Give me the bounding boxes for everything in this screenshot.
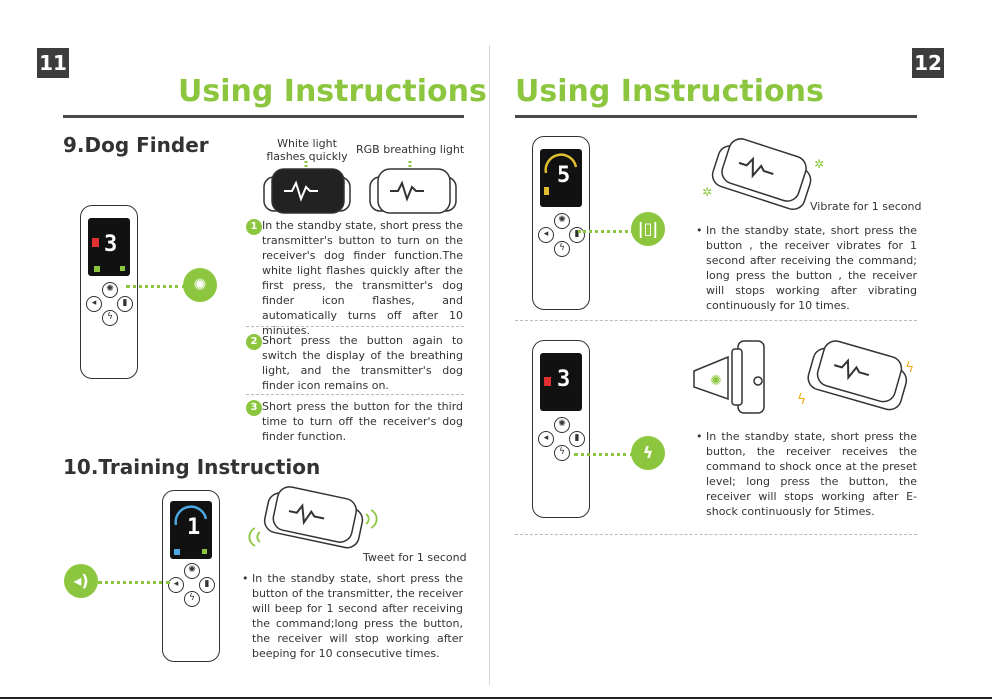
step-number: 3 [246,400,262,416]
vibrate-bullet: • In the standby state, short press the … [696,224,917,312]
vibrate-caption: Vibrate for 1 second [810,200,922,213]
beep-button: ◂ [538,431,554,447]
dog-finder-button: ✺ [554,417,570,433]
dotted-connector [98,581,170,584]
shock-button: ϟ [554,445,570,461]
shock-button: ϟ [102,310,118,326]
step-number: 1 [246,219,262,235]
transmitter-remote-dog-finder: 3 ✺ ◂ ▮ ϟ [80,205,138,379]
page-divider [489,45,490,685]
transmitter-remote-shock: 3 ✺ ◂ ▮ ϟ [532,340,590,518]
screen-digit: 3 [104,232,118,257]
title-rule-left [63,115,464,118]
screen-digit: 5 [557,163,571,188]
remote-screen: 1 [170,501,212,559]
title-rule-right [515,115,917,118]
dotted-connector [578,230,634,233]
shock-button: ϟ [554,241,570,257]
step-text: In the standby state, short press the tr… [262,219,463,337]
page-number-right: 12 [912,48,944,78]
svg-text:ϟ: ϟ [905,360,914,376]
remote-screen: 3 [540,353,582,411]
vibrate-button: ▮ [569,431,585,447]
receiver-beep-illustration [248,486,378,549]
section-heading-training: 10.Training Instruction [63,455,321,479]
receiver-vibrate-illustration: ✲ ✲ [702,138,824,211]
training-bullet: • In the standby state, short press the … [242,572,463,660]
screen-digit: 1 [187,515,201,540]
shock-bullet: • In the standby state, short press the … [696,430,917,518]
step-text: Short press the button again to switch t… [262,334,463,392]
dotted-connector [574,453,634,456]
screen-digit: 3 [557,367,571,392]
transmitter-remote-vibrate: 5 ✺ ◂ ▮ ϟ [532,136,590,310]
dog-finder-button: ✺ [184,563,200,579]
shock-button: ϟ [184,591,200,607]
beep-button: ◂ [168,577,184,593]
beep-button: ◂ [86,296,102,312]
step-number: 2 [246,334,262,350]
dog-finder-button: ✺ [102,282,118,298]
vibrate-button: ▮ [199,577,215,593]
vibrate-icon: |▯| [631,212,665,246]
svg-text:✺: ✺ [710,373,722,389]
section-heading-dog-finder: 9.Dog Finder [63,133,209,157]
vibrate-button: ▮ [117,296,133,312]
shock-icon: ϟ [631,436,665,470]
svg-text:ϟ: ϟ [797,392,806,408]
page-title-right: Using Instructions [515,74,824,109]
transmitter-remote-training: 1 ✺ ◂ ▮ ϟ [162,490,220,662]
step-text: Short press the button for the third tim… [262,400,463,443]
remote-screen: 3 [88,218,130,276]
page-number-left: 11 [37,48,69,78]
receiver-shock-illustration: ϟ ϟ [797,340,914,411]
label-white-light: White light flashes quickly [266,137,348,163]
dotted-connector [126,285,186,288]
tweet-caption: Tweet for 1 second [363,551,467,564]
beep-icon: ◂) [64,564,98,598]
red-indicator [92,238,99,247]
dog-finder-button: ✺ [554,213,570,229]
beep-button: ◂ [538,227,554,243]
page-title-left: Using Instructions [178,74,487,109]
receiver-collar-illustrations [263,161,457,214]
svg-text:✲: ✲ [702,185,712,199]
receiver-side-probes-illustration: ✺ [693,340,765,414]
remote-screen: 5 [540,149,582,207]
svg-text:✲: ✲ [814,157,824,171]
dog-finder-icon: ✺ [183,268,217,302]
bottom-border [0,697,992,699]
label-rgb-light: RGB breathing light [356,143,465,156]
